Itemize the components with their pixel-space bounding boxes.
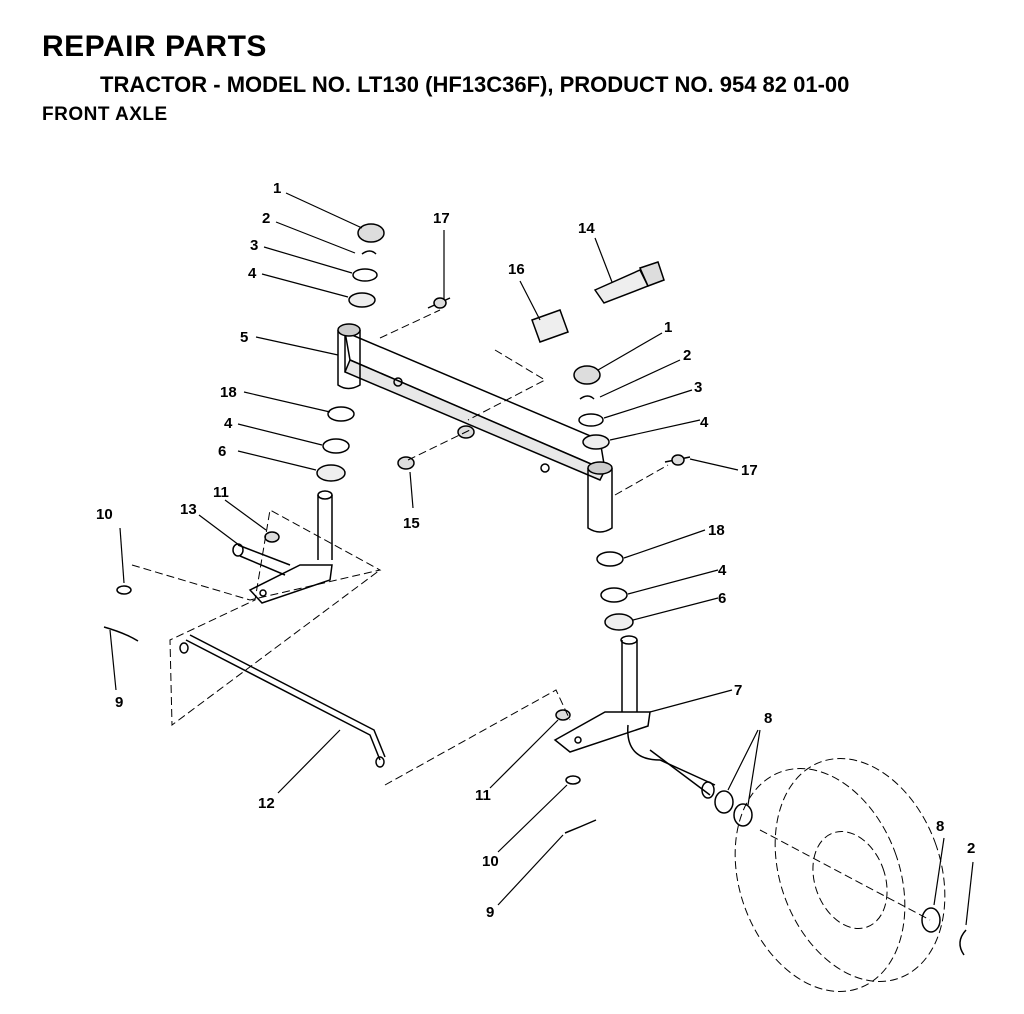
callout-12: 12 (258, 795, 275, 812)
spacer (531, 309, 569, 343)
callout-17: 17 (433, 210, 450, 227)
wheel-washer-3 (921, 907, 941, 933)
callout-2: 2 (262, 210, 270, 227)
model-subtitle: TRACTOR - MODEL NO. LT130 (HF13C36F), PR… (100, 72, 850, 97)
callout-16: 16 (508, 261, 525, 278)
callout-3: 3 (250, 237, 258, 254)
callout-9: 9 (115, 694, 123, 711)
callout-5: 5 (240, 329, 248, 346)
wheel-washer-2 (733, 803, 753, 827)
left-spindle (232, 490, 333, 604)
axle-beam (344, 330, 607, 481)
right-lower-washers (596, 551, 634, 631)
callout-18: 18 (220, 384, 237, 401)
wheel-washer-1 (714, 790, 734, 814)
callout-2c: 2 (967, 840, 975, 857)
callout-17b: 17 (741, 462, 758, 479)
callout-8: 8 (764, 710, 772, 727)
grease-fitting-right (664, 454, 691, 466)
callout-14: 14 (578, 220, 595, 237)
page-title: REPAIR PARTS (42, 30, 267, 63)
callout-4: 4 (248, 265, 257, 282)
callout-11: 11 (213, 484, 229, 501)
cotter-pin-right (564, 819, 597, 834)
callout-6: 6 (218, 443, 226, 460)
hex-nut (397, 456, 415, 470)
callout-4d: 4 (718, 562, 727, 579)
right-top-stack (573, 365, 610, 450)
washer-10-left (116, 585, 132, 595)
wheel-outline (734, 758, 946, 992)
right-spindle (553, 635, 716, 799)
callout-1: 1 (273, 180, 281, 197)
callout-13: 13 (180, 501, 197, 518)
left-pivot-tube (337, 323, 361, 390)
callout-3b: 3 (694, 379, 702, 396)
nut-11-left (264, 531, 280, 543)
washer-10-right (565, 775, 581, 785)
callout-10: 10 (96, 506, 113, 523)
grease-fitting-left (427, 297, 451, 309)
e-clip (959, 929, 967, 956)
right-pivot-tube (587, 461, 613, 533)
callout-4c: 4 (700, 414, 709, 431)
callout-18b: 18 (708, 522, 725, 539)
callout-9b: 9 (486, 904, 494, 921)
callout-1b: 1 (664, 319, 672, 336)
callout-15: 15 (403, 515, 420, 532)
callout-4b: 4 (224, 415, 233, 432)
callout-2b: 2 (683, 347, 691, 364)
left-lower-washers (316, 406, 355, 482)
cotter-pin-left (103, 626, 139, 642)
callout-10b: 10 (482, 853, 499, 870)
tie-rod (179, 634, 386, 768)
callout-7: 7 (734, 682, 742, 699)
left-top-stack (348, 223, 385, 308)
callout-8b: 8 (936, 818, 944, 835)
callout-6b: 6 (718, 590, 726, 607)
pivot-bolt (593, 261, 665, 304)
callout-11b: 11 (475, 787, 491, 804)
section-title: FRONT AXLE (42, 104, 168, 125)
